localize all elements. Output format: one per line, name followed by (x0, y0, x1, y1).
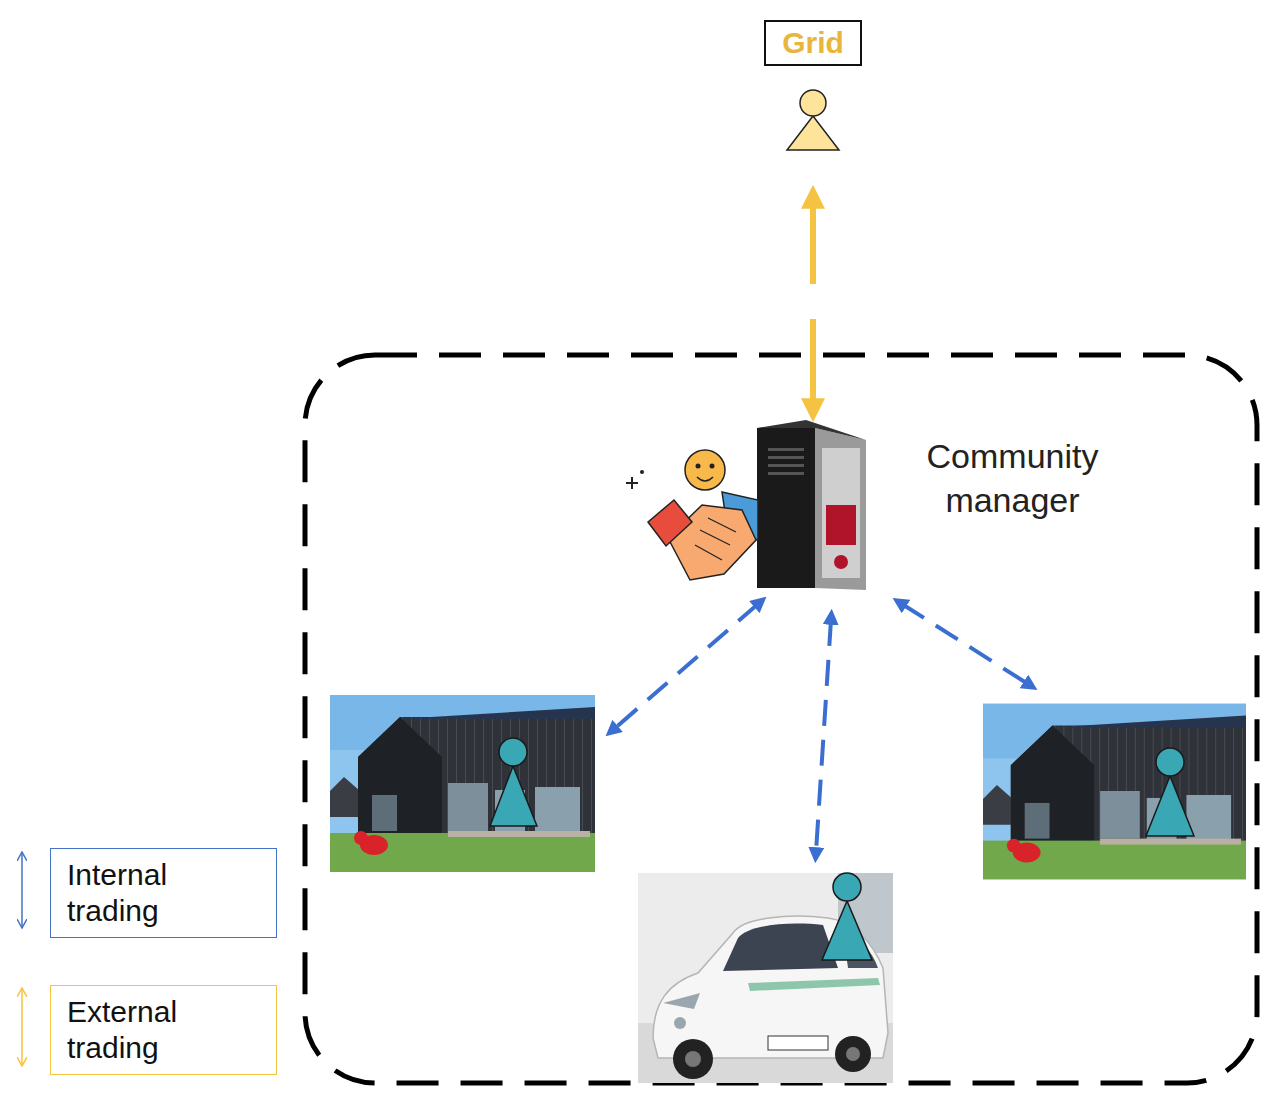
legend-label: External trading (67, 994, 260, 1066)
ev-photo (638, 873, 893, 1083)
node-label: Grid (764, 20, 862, 66)
trading-arrow (810, 204, 816, 403)
community-manager-node: Community manager (640, 422, 1140, 597)
house-photo (983, 704, 1246, 880)
legend-sample-arrow (21, 988, 23, 1066)
internal-trading-arrows (614, 604, 1028, 852)
house-photo (330, 695, 595, 872)
community-manager-icon (626, 420, 866, 590)
legend-item: Internal trading (50, 848, 277, 938)
node-label: Community manager (885, 434, 1140, 522)
legend-item: External trading (50, 985, 277, 1075)
community-boundary (305, 355, 1257, 1083)
legend-sample-arrow (21, 852, 23, 928)
prosumer-icons (490, 738, 1194, 960)
grid-node: Grid (740, 14, 886, 154)
legend-label: Internal trading (67, 857, 260, 929)
grid-person-icon (787, 90, 839, 150)
